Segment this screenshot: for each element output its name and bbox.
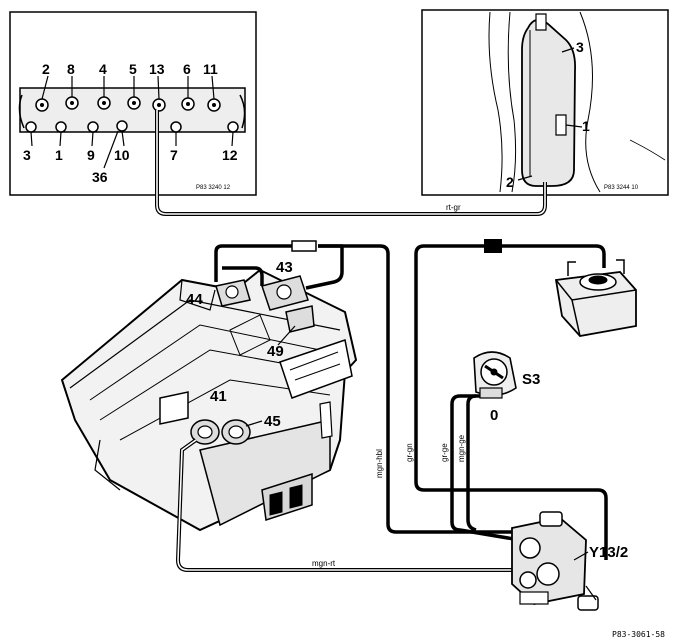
inline-connector (291, 239, 502, 253)
callout-36: 36 (92, 169, 108, 185)
line-mgn-rt: mgn-rt (175, 438, 520, 572)
actuator-49 (285, 305, 315, 333)
callout-1-left: 1 (55, 147, 63, 163)
actuator-44 (215, 279, 251, 307)
callout-y13-2: Y13/2 (589, 544, 628, 561)
left-panel-ref: P83 3240 12 (196, 185, 231, 191)
callout-7: 7 (170, 147, 178, 163)
wire-label-mgn-hbl: mgn-hbl (375, 449, 384, 478)
right-panel-ref: P83 3244 10 (604, 185, 639, 191)
callout-0: 0 (490, 407, 498, 424)
valve-y13-2 (511, 511, 599, 611)
battery-reservoir (554, 259, 637, 337)
line-rt-gr: rt-gr (155, 110, 547, 216)
wire-label-gr-gn: gr-gn (405, 443, 414, 462)
callout-49: 49 (267, 343, 284, 360)
wire-label-mgn-rt: mgn-rt (312, 559, 336, 568)
actuator-41 (190, 419, 220, 445)
callout-9: 9 (87, 147, 95, 163)
callout-1-right: 1 (582, 118, 590, 134)
vacuum-distributor-inset: 2 8 4 5 13 6 11 3 1 9 10 7 12 36 P83 324… (9, 11, 257, 196)
actuator-45 (221, 419, 251, 445)
callout-12: 12 (222, 147, 238, 163)
s3-switch (473, 351, 517, 399)
callout-13: 13 (149, 61, 165, 77)
wire-label-gr-ge: gr-ge (440, 443, 449, 462)
callout-2-right: 2 (506, 174, 514, 190)
callout-43: 43 (276, 259, 293, 276)
callout-8: 8 (67, 61, 75, 77)
callout-10: 10 (114, 147, 130, 163)
vacuum-lines (214, 244, 608, 560)
callout-6: 6 (183, 61, 191, 77)
climate-control-housing (60, 268, 358, 532)
figure-ref: P83-3061-58 (612, 630, 665, 639)
callout-2: 2 (42, 61, 50, 77)
callout-44: 44 (186, 291, 203, 308)
callout-45: 45 (264, 413, 281, 430)
callout-11: 11 (203, 61, 218, 77)
wire-label-rt-gr: rt-gr (446, 203, 461, 212)
callout-41: 41 (210, 388, 227, 405)
vacuum-reservoir-inset: 3 1 2 P83 3244 10 (421, 9, 669, 196)
callout-5: 5 (129, 61, 137, 77)
callout-4: 4 (99, 61, 107, 77)
callout-3-right: 3 (576, 39, 584, 55)
wire-label-mgn-ge: mgn-ge (457, 434, 466, 462)
actuator-43 (261, 275, 309, 311)
callout-3-left: 3 (23, 147, 31, 163)
callout-s3: S3 (522, 371, 540, 388)
